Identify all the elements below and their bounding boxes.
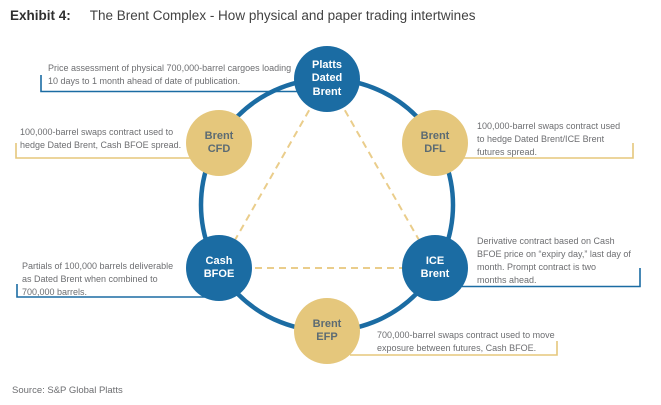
figure-title: The Brent Complex - How physical and pap…	[89, 8, 476, 23]
annotation-platts-dated-brent: Price assessment of physical 700,000-bar…	[48, 63, 292, 86]
callout-line-efp	[350, 341, 558, 356]
callout-line-bfoe	[16, 284, 206, 298]
node-ice-brent	[402, 235, 468, 301]
annotation-brent-efp: 700,000-barrel swaps contract used to mo…	[377, 330, 555, 353]
node-platts-dated-brent	[294, 46, 360, 112]
node-brent-efp	[294, 298, 360, 364]
figure-header: Exhibit 4: The Brent Complex - How physi…	[10, 8, 475, 23]
callout-line-cfd	[15, 143, 192, 159]
callout-line-ice	[462, 268, 641, 288]
annotation-brent-cfd: 100,000-barrel swaps contract used to he…	[20, 127, 182, 150]
node-cash-bfoe	[186, 235, 252, 301]
annotation-brent-dfl: 100,000-barrel swaps contract used to he…	[477, 121, 621, 157]
node-brent-cfd	[186, 110, 252, 176]
exhibit-label: Exhibit 4:	[10, 8, 71, 23]
callout-line-dfl	[464, 143, 634, 159]
annotation-cash-bfoe: Partials of 100,000 barrels deliverable …	[22, 261, 174, 297]
source-note: Source: S&P Global Platts	[12, 385, 123, 396]
dashed-link-platts-bfoe	[218, 78, 328, 269]
callout-line-platts	[40, 75, 300, 93]
annotation-ice-brent: Derivative contract based on Cash BFOE p…	[477, 236, 631, 285]
node-brent-dfl	[402, 110, 468, 176]
dashed-link-platts-ice	[326, 78, 436, 269]
